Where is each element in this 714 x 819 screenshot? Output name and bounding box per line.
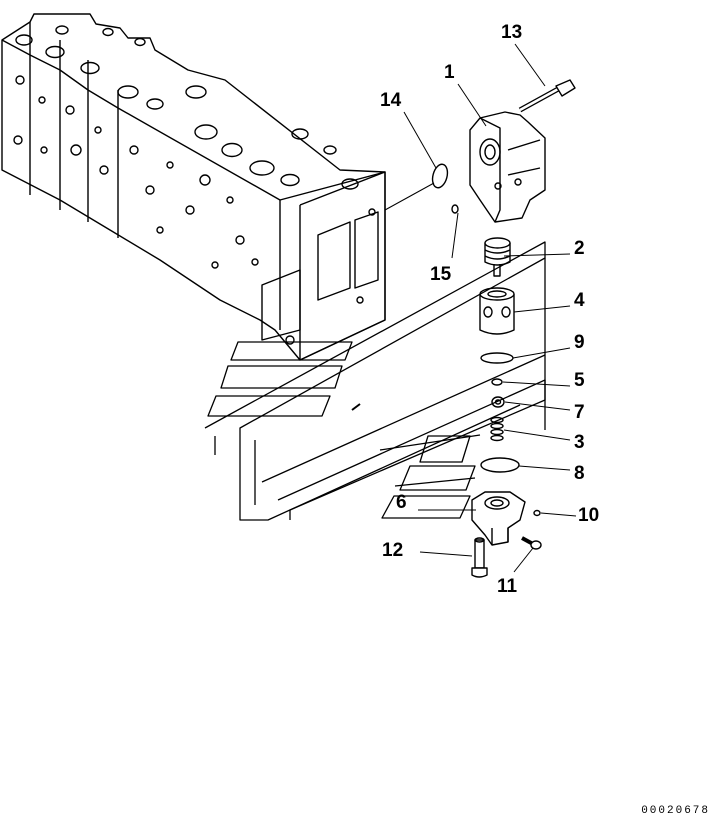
callout-9: 9 [574,332,585,353]
part-5-ball [491,378,503,386]
part-13-bolt [518,79,576,113]
part-12-bolt [471,537,488,578]
callout-15: 15 [430,264,452,285]
callout-13: 13 [501,22,522,43]
callout-1: 1 [444,62,455,83]
callout-6: 6 [396,492,407,513]
callout-4: 4 [574,290,585,311]
callout-3: 3 [574,432,585,453]
callout-7: 7 [574,402,585,423]
callout-14: 14 [380,90,402,111]
document-id: 00020678 [641,805,710,817]
part-1-valve-housing [469,111,546,223]
part-3-spring [490,416,504,442]
leader-lines [384,43,577,573]
part-11-bolt [521,536,542,550]
part-8-o-ring [480,457,520,473]
part-14-o-ring [431,163,449,189]
callout-12: 12 [382,540,403,561]
part-9-o-ring [480,352,514,364]
callout-2: 2 [574,238,585,259]
part-7-seat [491,396,505,408]
part-10-plug [533,509,541,517]
callout-10: 10 [578,505,599,526]
part-15-small-o-ring [451,204,459,214]
callout-5: 5 [574,370,585,391]
assembly-flow-outline [204,241,546,521]
callout-11: 11 [497,576,518,597]
part-6-cover [471,491,526,546]
valve-body-assembly [1,13,386,361]
callout-8: 8 [574,463,585,484]
callout-labels: 1 2 3 4 5 6 7 8 9 10 11 12 13 14 15 [380,22,599,597]
part-2-piston [484,237,511,277]
part-4-sleeve [479,287,515,335]
